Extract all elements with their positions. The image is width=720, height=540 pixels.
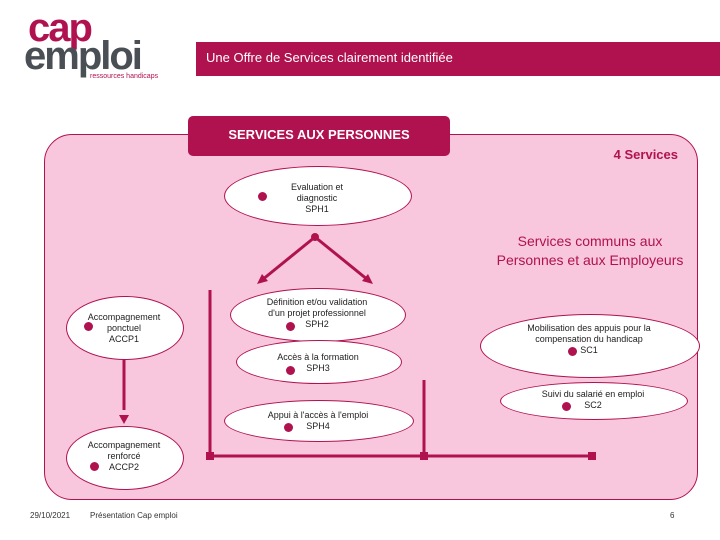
node-accp1-bullet	[84, 322, 93, 331]
footer-date: 29/10/2021	[30, 511, 71, 520]
section-tab	[188, 116, 450, 156]
bottom-mid-node	[420, 452, 428, 460]
footer-title: Présentation Cap emploi	[90, 511, 178, 520]
node-sc2-bullet	[562, 402, 571, 411]
fork-node-dot	[311, 233, 319, 241]
node-sph2-bullet	[286, 322, 295, 331]
bottom-left-node	[206, 452, 214, 460]
section-tab-label: SERVICES AUX PERSONNES	[228, 127, 410, 142]
arrowhead-right-top	[362, 274, 373, 284]
node-accp2	[66, 426, 184, 490]
common-services-text: Services communs aux Personnes et aux Em…	[496, 233, 684, 268]
header-title: Une Offre de Services clairement identif…	[206, 50, 453, 65]
arrowhead-accp-down	[119, 415, 129, 424]
logo-subtitle: ressources handicaps	[90, 73, 159, 80]
logo-emploi-text: emploi	[24, 34, 143, 78]
node-sph1-bullet	[258, 192, 267, 201]
node-sph4-bullet	[284, 423, 293, 432]
footer-page-number: 6	[670, 511, 675, 520]
fork-arrow-line	[261, 235, 369, 282]
arrowhead-left-top	[257, 274, 268, 284]
node-sc2	[500, 382, 688, 420]
node-sph3-bullet	[286, 366, 295, 375]
services-count: 4 Services	[613, 147, 678, 162]
node-sc1	[480, 314, 700, 378]
node-accp2-bullet	[90, 462, 99, 471]
node-sc1-bullet	[568, 347, 577, 356]
header-bar	[196, 42, 720, 76]
node-sph1	[224, 166, 412, 226]
bottom-right-node	[588, 452, 596, 460]
logo-cap-text: cap	[28, 6, 93, 50]
node-sph4	[224, 400, 414, 442]
node-sph3	[236, 340, 402, 384]
